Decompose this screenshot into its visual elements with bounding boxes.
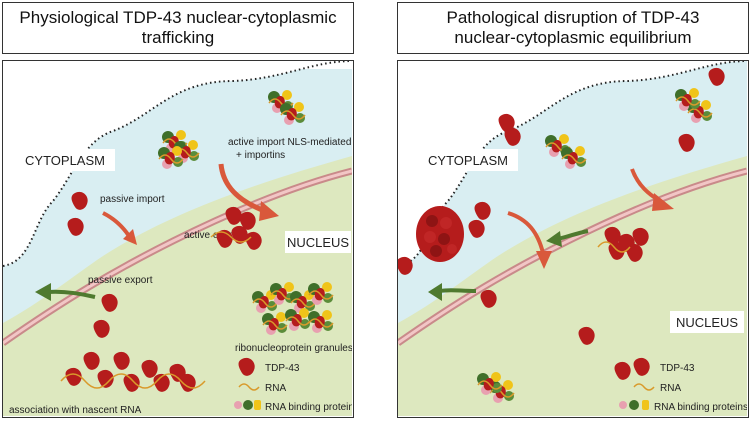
left-title-line-1: Physiological TDP-43 nuclear-cytoplasmic bbox=[19, 8, 337, 27]
physiological-panel: CYTOPLASM NUCLEUS passive import active … bbox=[2, 60, 354, 418]
nucleus-label: NUCLEUS bbox=[676, 315, 738, 330]
active-import-label-1: active import NLS-mediated bbox=[228, 137, 351, 148]
import-arrow-left bbox=[507, 211, 545, 254]
legend-rbp: RNA binding proteins bbox=[654, 402, 747, 413]
nascent-rna-cluster bbox=[60, 351, 206, 392]
right-panel-title: Pathological disruption of TDP-43 nuclea… bbox=[397, 2, 749, 54]
passive-export-arrow bbox=[47, 289, 96, 299]
legend-rna: RNA bbox=[265, 383, 286, 394]
passive-import-label: passive import bbox=[100, 194, 165, 205]
nascent-rna-label: association with nascent RNA bbox=[9, 405, 142, 416]
physiological-diagram: CYTOPLASM NUCLEUS passive import active … bbox=[3, 61, 352, 416]
legend-tdp43: TDP-43 bbox=[265, 363, 300, 374]
left-panel-title: Physiological TDP-43 nuclear-cytoplasmic… bbox=[2, 2, 354, 54]
pathological-panel: CYTOPLASM NUCLEUS bbox=[397, 60, 749, 418]
left-title-line-2: trafficking bbox=[141, 28, 215, 47]
active-import-arrow bbox=[218, 163, 266, 214]
cytoplasm-label: CYTOPLASM bbox=[428, 153, 508, 168]
pathological-diagram: CYTOPLASM NUCLEUS bbox=[398, 61, 747, 416]
passive-import-arrow bbox=[102, 211, 131, 238]
extracellular-space bbox=[3, 61, 352, 266]
extracellular-space bbox=[398, 61, 747, 266]
tdp43-nucleus bbox=[578, 226, 649, 380]
passive-export-label: passive export bbox=[88, 275, 153, 286]
cytoplasm-label: CYTOPLASM bbox=[25, 153, 105, 168]
legend-rna: RNA bbox=[660, 383, 681, 394]
legend: TDP-43 RNA RNA binding proteins bbox=[619, 357, 747, 413]
tdp43-aggregate bbox=[416, 206, 464, 262]
active-import-label-2: + importins bbox=[236, 150, 285, 161]
legend-tdp43: TDP-43 bbox=[660, 363, 695, 374]
rnp-granules-label: ribonucleoprotein granules bbox=[235, 343, 352, 354]
export-arrow-lower bbox=[439, 288, 477, 293]
right-title-line-2: nuclear-cytoplasmic equilibrium bbox=[454, 28, 692, 47]
right-title-line-1: Pathological disruption of TDP-43 bbox=[446, 8, 700, 27]
legend-rbp: RNA binding proteins bbox=[265, 402, 352, 413]
nucleus-label: NUCLEUS bbox=[287, 235, 349, 250]
legend: TDP-43 RNA RNA binding proteins bbox=[234, 357, 352, 413]
